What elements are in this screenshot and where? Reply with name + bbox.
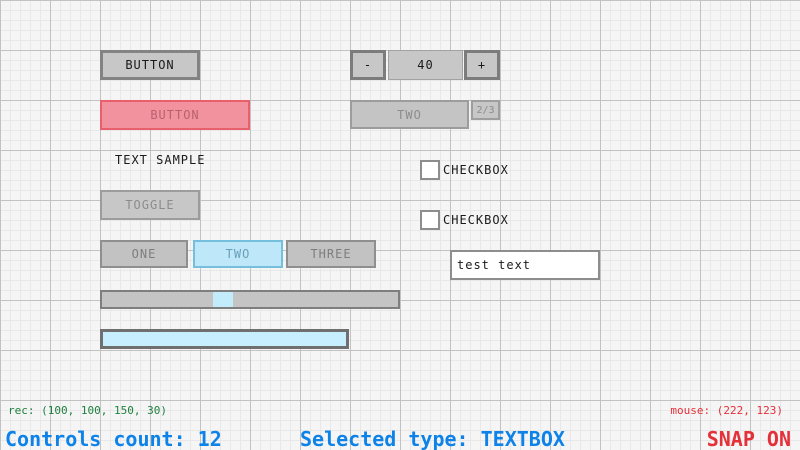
checkbox-1[interactable] [420,160,440,180]
spinner-increment-button[interactable]: + [464,50,500,80]
selector-value-button[interactable]: TWO [350,100,469,129]
spinner-decrement-button[interactable]: - [350,50,386,80]
button-default[interactable]: BUTTON [100,50,200,80]
tab-two[interactable]: TWO [193,240,283,268]
selected-type-label: Selected type: TEXTBOX [300,427,565,450]
selector-page-indicator: 2/3 [471,100,500,120]
selected-rect-readout: rec: (100, 100, 150, 30) [8,404,167,417]
spinner-value: 40 [388,50,463,80]
checkbox-2-label: CHECKBOX [443,213,509,227]
toggle-button[interactable]: TOGGLE [100,190,200,220]
text-sample-label: TEXT SAMPLE [115,153,206,167]
button-selected[interactable]: BUTTON [100,100,250,130]
snap-mode-indicator: SNAP ON [706,427,791,450]
text-input[interactable]: test text [450,250,600,280]
slider-handle[interactable] [213,292,233,307]
checkbox-1-label: CHECKBOX [443,163,509,177]
slider-track[interactable] [100,290,400,309]
mouse-position-readout: mouse: (222, 123) [670,404,783,417]
checkbox-2[interactable] [420,210,440,230]
controls-count-label: Controls count: 12 [5,427,222,450]
tab-three[interactable]: THREE [286,240,376,268]
tab-one[interactable]: ONE [100,240,188,268]
progress-bar [100,329,349,349]
